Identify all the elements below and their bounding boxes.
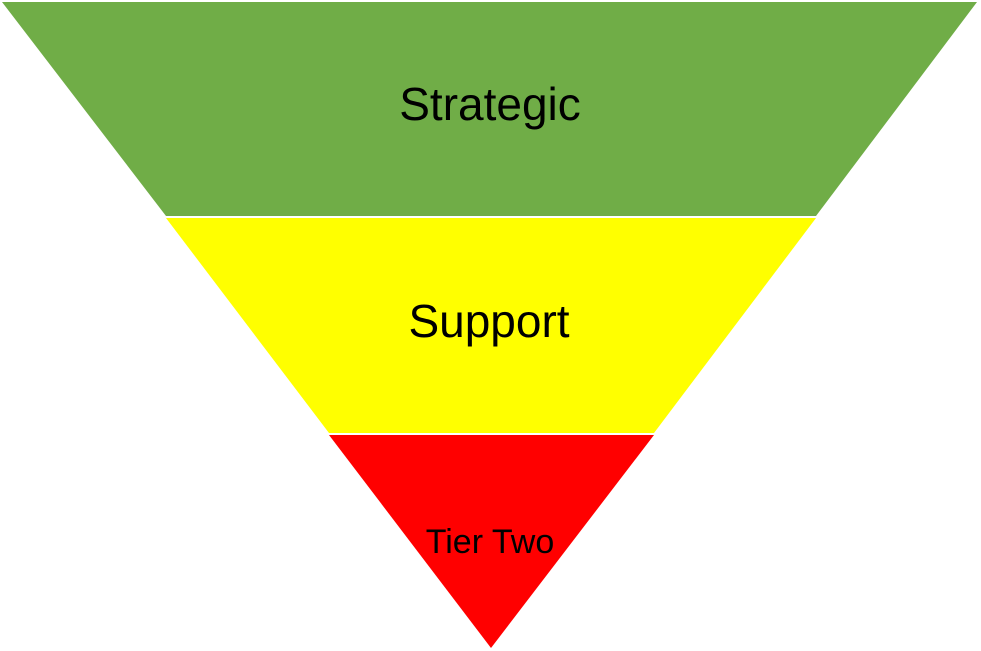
tier-two-shape — [329, 435, 654, 648]
tier-support-label: Support — [408, 295, 569, 347]
tier-strategic-label: Strategic — [399, 78, 581, 130]
tier-strategic-shape — [2, 2, 977, 216]
tier-two-label: Tier Two — [426, 523, 554, 561]
tier-support-shape — [166, 218, 816, 433]
